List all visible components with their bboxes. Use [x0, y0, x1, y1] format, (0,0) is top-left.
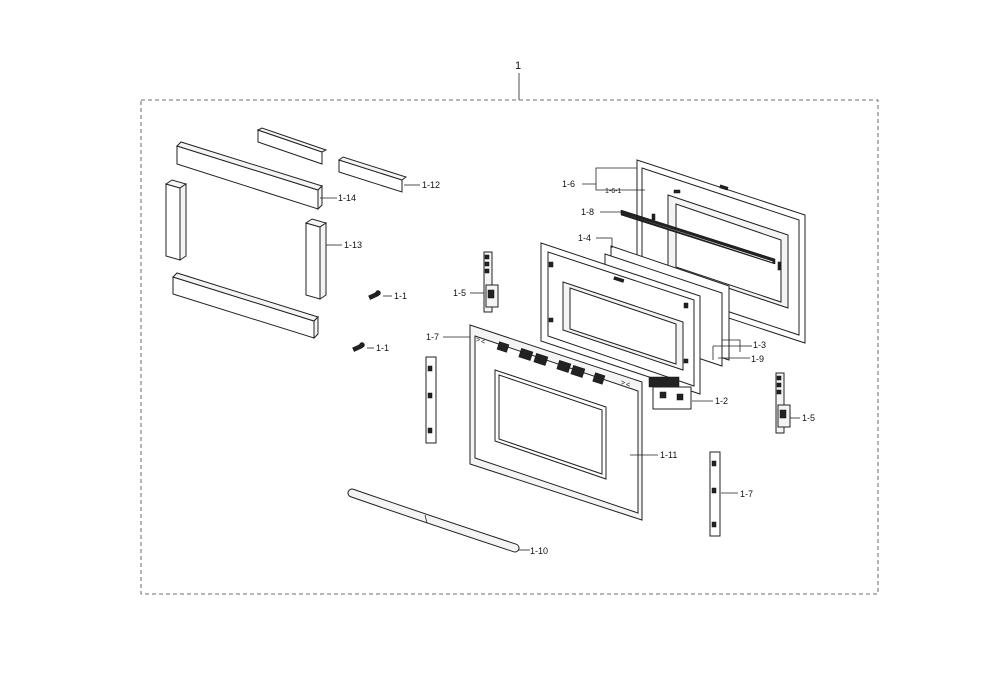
callout-1-8: 1-8 — [581, 207, 594, 217]
callout-1-1-lower: 1-1 — [376, 343, 389, 353]
callout-1-1-upper: 1-1 — [394, 291, 407, 301]
callout-1-6-1: 1-6-1 — [605, 188, 621, 195]
insulation-right-top — [337, 156, 408, 193]
callout-1-5-right: 1-5 — [802, 413, 815, 423]
insulation-bottom-long — [172, 272, 319, 340]
inner-door-frame — [540, 242, 701, 395]
insulation-top-small — [256, 127, 328, 165]
assembly-label: 1 — [515, 60, 521, 72]
callout-1-12: 1-12 — [422, 180, 440, 190]
insulation-left-vertical — [164, 179, 188, 261]
callout-1-11: 1-11 — [660, 450, 677, 460]
callout-1-10: 1-10 — [530, 546, 548, 556]
callout-1-14: 1-14 — [338, 193, 356, 203]
side-trim-right — [709, 451, 721, 537]
side-trim-left — [425, 356, 437, 444]
door-bracket — [652, 386, 692, 410]
callout-1-13: 1-13 — [344, 240, 362, 250]
assembly-boundary — [140, 99, 879, 595]
screw-1-1-upper — [368, 290, 381, 300]
svg-text:>: > — [621, 380, 625, 387]
callout-1-7-lower: 1-7 — [740, 489, 753, 499]
svg-text:>: > — [476, 337, 480, 344]
hinge-right — [775, 372, 791, 434]
callout-1-4: 1-4 — [578, 233, 591, 243]
door-handle — [347, 488, 520, 553]
door-gasket — [620, 209, 776, 265]
insulation-top-long — [176, 141, 323, 211]
callout-1-3: 1-3 — [753, 340, 766, 350]
callout-1-2: 1-2 — [715, 396, 728, 406]
screw-1-1-lower — [352, 342, 365, 352]
insulation-right-vertical — [304, 218, 328, 300]
hinge-left — [483, 251, 499, 313]
callout-1-6: 1-6 — [562, 179, 575, 189]
callout-1-5-left: 1-5 — [453, 288, 466, 298]
svg-text:<: < — [626, 382, 630, 389]
glass-bracket — [712, 340, 723, 360]
callout-1-9: 1-9 — [751, 354, 764, 364]
svg-text:<: < — [481, 339, 485, 346]
outer-door-panel: > < > < — [469, 324, 643, 521]
callout-1-7-upper: 1-7 — [426, 332, 439, 342]
